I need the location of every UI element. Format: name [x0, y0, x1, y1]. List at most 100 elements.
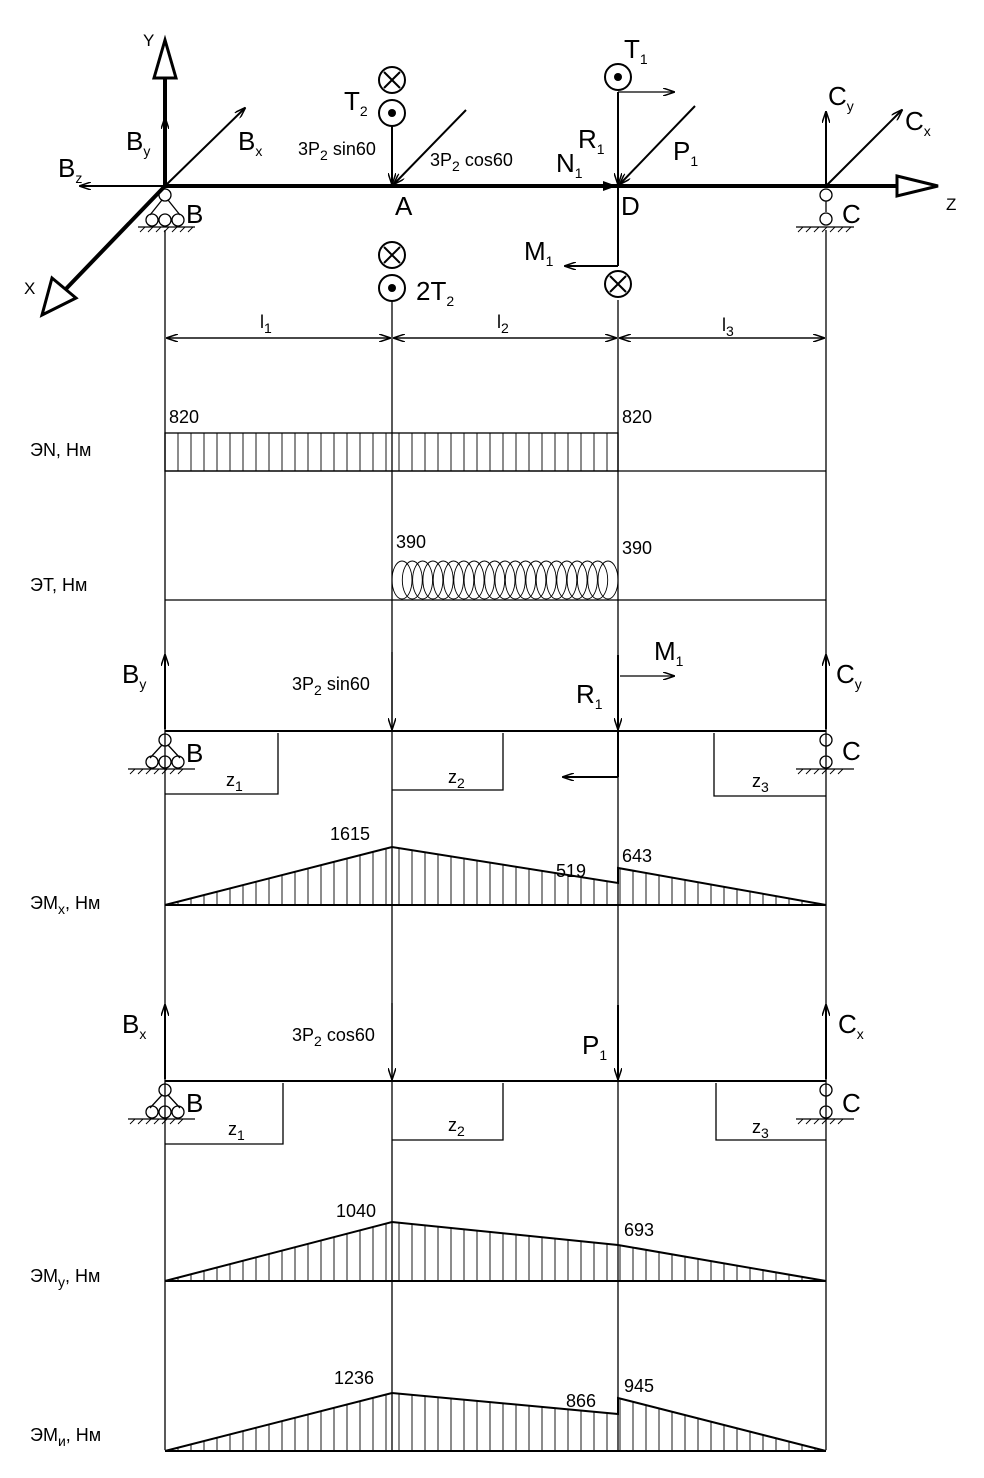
torque-coil: [422, 560, 444, 600]
torque-coil: [432, 560, 454, 600]
torque-coil: [535, 560, 557, 600]
two-t2-label: 2T2: [416, 276, 454, 309]
torque-coil: [401, 560, 423, 600]
torque-coil: [587, 560, 609, 600]
torque-coil: [453, 560, 475, 600]
t1-label: T1: [624, 34, 648, 67]
diagram-mx-value-d-right: 643: [622, 846, 652, 866]
diagram-mi-label: ЭMи, Нм: [30, 1425, 101, 1449]
beam1-z1-label: z1: [226, 770, 243, 794]
point-b-label: B: [186, 199, 203, 229]
z-axis-label: Z: [946, 195, 956, 214]
r1-label: R1: [578, 124, 605, 157]
beam1-c-label: C: [842, 736, 861, 766]
force-3p2-sin-label: 3P2 sin60: [298, 139, 376, 163]
beam1-z3-label: z3: [752, 771, 769, 795]
diagram-mx-value-d-left: 519: [556, 861, 586, 881]
beam1-support-c: [796, 733, 854, 775]
diagram-t: ЭT, Нм 390 390: [30, 532, 826, 601]
beam1-support-b: [128, 733, 195, 775]
torque-coil: [597, 560, 619, 600]
t2-label: T2: [344, 86, 368, 119]
beam1-sin-label: 3P2 sin60: [292, 674, 370, 698]
cx-label: Cx: [905, 106, 931, 139]
torque-coil: [473, 560, 495, 600]
diagram-mi-value-d-right: 945: [624, 1376, 654, 1396]
cy-label: Cy: [828, 81, 854, 114]
force-3p2-cos-label: 3P2 cos60: [430, 150, 513, 174]
beam-yz-plane: By 3P2 sin60 R1 M1 Cy B C z1: [122, 636, 862, 797]
span-l1-label: l1: [260, 312, 272, 336]
torque-coil: [443, 560, 464, 600]
diagram-my-value-d: 693: [624, 1220, 654, 1240]
diagram-mx-value-a: 1615: [330, 824, 370, 844]
diagram-t-value-d: 390: [622, 538, 652, 558]
beam1-r1-label: R1: [576, 679, 603, 712]
torque-coil: [515, 560, 537, 600]
beam1-z2-label: z2: [448, 767, 465, 791]
p1-arrow: [620, 105, 696, 184]
beam-xz-plane: Bx 3P2 cos60 P1 Cx B C z1 z2 z3: [122, 1003, 864, 1145]
point-d-label: D: [621, 191, 640, 221]
spatial-scheme: Y Z X By Bx Bz B A: [24, 31, 956, 318]
n1-label: N1: [556, 148, 583, 181]
x-axis: [60, 184, 167, 295]
two-t2-symbols: [378, 241, 406, 302]
span-dimensions: l1 l2 l3: [167, 312, 824, 339]
guide-lines: [164, 230, 827, 1450]
diagram-n-value-d: 820: [622, 407, 652, 427]
x-axis-arrowhead: [39, 275, 79, 318]
bx-arrow: [164, 108, 245, 187]
diagram-n-label: ЭN, Нм: [30, 440, 91, 460]
beam2-bx-label: Bx: [122, 1009, 146, 1042]
point-a-label: A: [395, 191, 413, 221]
diagram-mx: ЭMx, Нм 1615 519 643: [30, 824, 827, 917]
beam1-cy-label: Cy: [836, 659, 862, 692]
beam2-p1-label: P1: [582, 1030, 607, 1063]
torque-coil: [391, 560, 413, 600]
support-b: [138, 188, 195, 233]
diagram-t-label: ЭT, Нм: [30, 575, 87, 595]
beam2-c-label: C: [842, 1088, 861, 1118]
x-axis-label: X: [24, 279, 35, 298]
by-label: By: [126, 126, 150, 159]
torque-coil: [463, 560, 485, 600]
z-axis-arrowhead: [895, 174, 939, 198]
t1-symbol: [604, 63, 632, 91]
force-3p2-cos-arrow: [394, 109, 467, 184]
torque-coil: [504, 560, 526, 600]
m1-cross-symbol: [604, 270, 632, 298]
torque-coil: [546, 560, 567, 600]
torque-coil: [494, 560, 516, 600]
y-axis-label: Y: [143, 31, 154, 50]
diagram-n: ЭN, Нм 820 820: [30, 407, 826, 472]
support-c: [796, 188, 854, 233]
beam2-support-c: [796, 1083, 854, 1125]
diagram-mi-value-a: 1236: [334, 1368, 374, 1388]
point-c-label: C: [842, 199, 861, 229]
diagram-n-value-b: 820: [169, 407, 199, 427]
beam2-z1-label: z1: [228, 1119, 245, 1143]
bz-label: Bz: [58, 153, 82, 186]
diagram-my-label: ЭMy, Нм: [30, 1266, 100, 1290]
torque-coil: [412, 560, 434, 600]
diagram-my-value-a: 1040: [336, 1201, 376, 1221]
p1-label: P1: [673, 136, 698, 169]
beam1-m1-label: M1: [654, 636, 684, 669]
span-l2-label: l2: [497, 312, 509, 336]
beam1-by-label: By: [122, 659, 146, 692]
diagram-t-value-a: 390: [396, 532, 426, 552]
t2-symbols: [378, 66, 406, 127]
torque-coil: [566, 560, 588, 600]
y-axis-arrowhead: [152, 34, 178, 80]
diagram-mi: ЭMи, Нм 1236 866 945: [30, 1368, 827, 1452]
diagram-mx-label: ЭMx, Нм: [30, 893, 100, 917]
beam2-support-b: [128, 1083, 195, 1125]
beam1-b-label: B: [186, 738, 203, 768]
beam2-z2-label: z2: [448, 1115, 465, 1139]
span-l3-label: l3: [722, 315, 734, 339]
beam2-cx-label: Cx: [838, 1009, 864, 1042]
torque-coil: [576, 560, 598, 600]
m1-label: M1: [524, 236, 554, 269]
